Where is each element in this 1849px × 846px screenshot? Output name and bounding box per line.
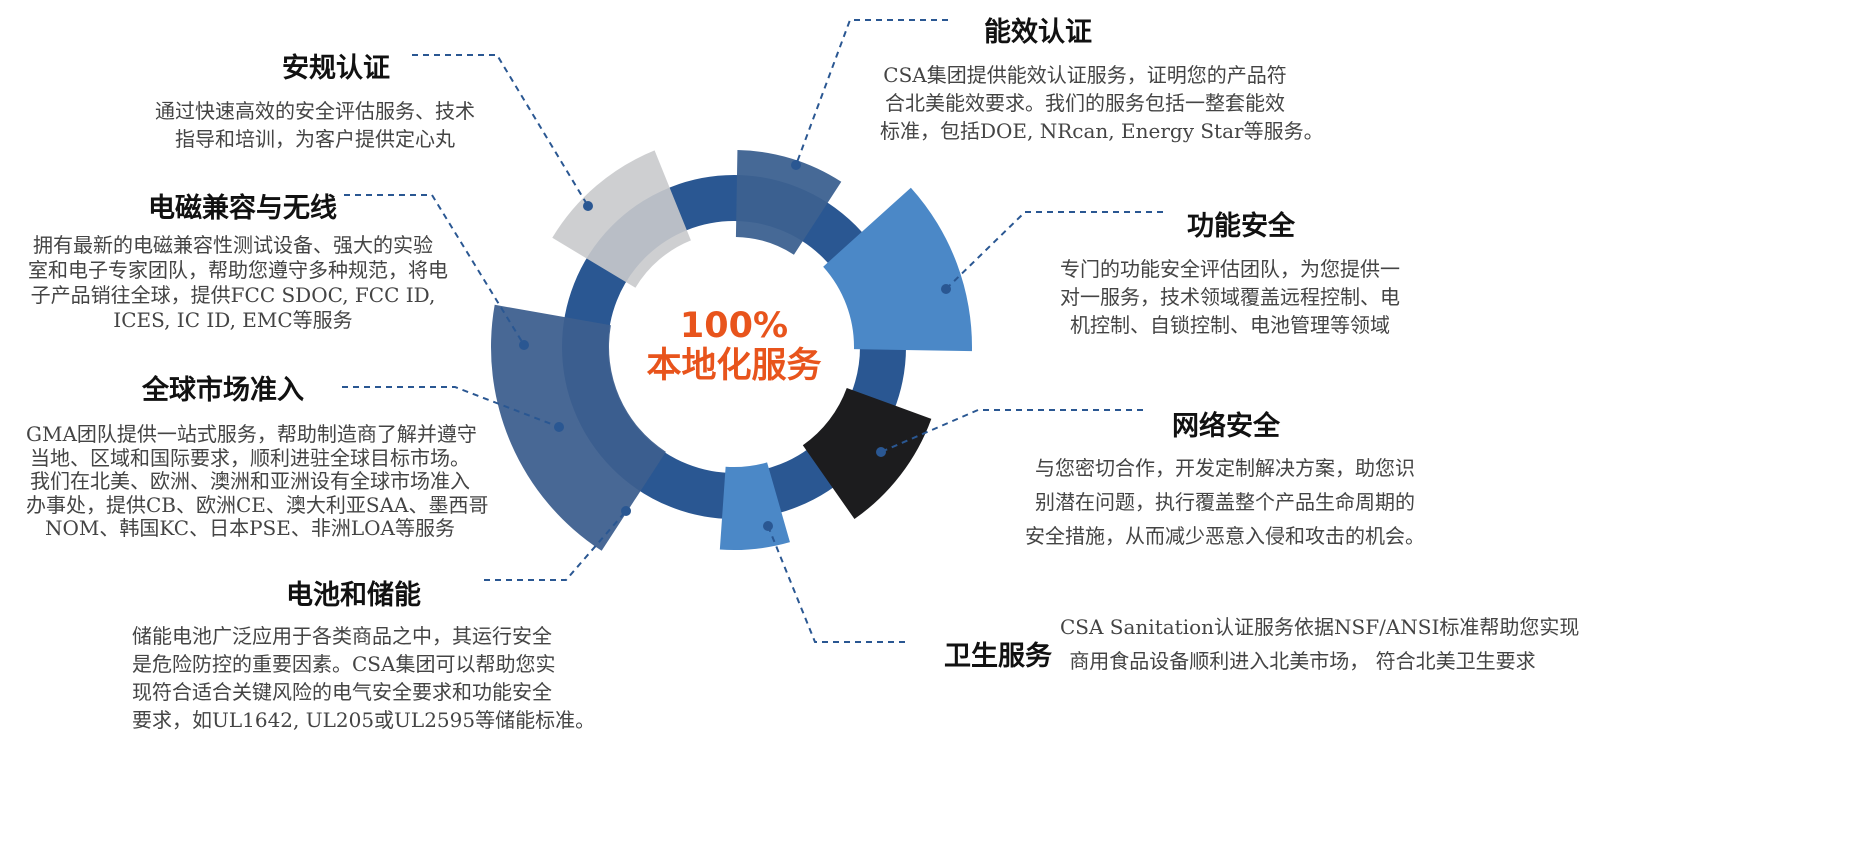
sanitation-desc-line: 商用食品设备顺利进入北美市场， 符合北美卫生要求 [1069,649,1536,673]
connector-cyber [880,409,1143,453]
sanitation-desc-line: CSA Sanitation认证服务依据NSF/ANSI标准帮助您实现 [1060,615,1580,639]
market-desc-line: 我们在北美、欧洲、澳洲和亚洲设有全球市场准入 [30,469,470,493]
connector-emc [344,194,525,346]
cyber-desc-line: 别潜在问题，执行覆盖整个产品生命周期的 [1035,490,1415,514]
market-title: 全球市场准入 [142,375,304,406]
emc-desc-line: 子产品销往全球，提供FCC SDOC, FCC ID, [30,283,436,307]
energy-desc-line: 合北美能效要求。我们的服务包括一整套能效 [885,91,1285,115]
sanitation-desc-block: CSA Sanitation认证服务依据NSF/ANSI标准帮助您实现 商用食品… [1060,610,1580,678]
functional-desc: 专门的功能安全评估团队，为您提供一 对一服务，技术领域覆盖远程控制、电 机控制、… [1050,255,1410,339]
connector-safety-dot [583,201,593,211]
battery-desc-line: 要求，如UL1642, UL205或UL2595等储能标准。 [132,708,596,732]
emc-title: 电磁兼容与无线 [148,193,337,224]
functional-desc-line: 专门的功能安全评估团队，为您提供一 [1060,257,1400,281]
safety-desc: 通过快速高效的安全评估服务、技术 指导和培训，为客户提供定心丸 [150,97,480,153]
segment-safety [552,150,691,288]
cyber-title: 网络安全 [1172,411,1280,442]
emc-desc-line: 拥有最新的电磁兼容性测试设备、强大的实验 [33,233,433,257]
connector-battery [484,510,627,581]
battery-title: 电池和储能 [286,580,421,611]
connector-emc-dot [519,340,529,350]
sanitation-desc: CSA Sanitation认证服务依据NSF/ANSI标准帮助您实现 商用食品… [1060,610,1580,678]
connector-energy-dot [791,160,801,170]
cyber-desc-line: 安全措施，从而减少恶意入侵和攻击的机会。 [1025,524,1425,548]
connector-functional [945,211,1163,290]
sanitation-title-block: 卫生服务 [944,634,1064,685]
connector-lines [342,19,1163,643]
segment-cyber [802,388,932,520]
emc-desc: 拥有最新的电磁兼容性测试设备、强大的实验 室和电子专家团队，帮助您遵守多种规范，… [28,233,448,333]
connector-energy [795,19,948,166]
energy-title: 能效认证 [984,17,1092,48]
connector-sanitation-dot [763,521,773,531]
functional-block: 功能安全 专门的功能安全评估团队，为您提供一 对一服务，技术领域覆盖远程控制、电… [1050,204,1410,339]
center-label: 本地化服务 [646,346,821,386]
functional-title: 功能安全 [1187,211,1295,242]
energy-desc-line: CSA集团提供能效认证服务，证明您的产品符 [883,63,1287,87]
energy-desc-line: 标准，包括DOE, NRcan, Energy Star等服务。 [880,119,1324,143]
energy-desc: CSA集团提供能效认证服务，证明您的产品符 合北美能效要求。我们的服务包括一整套… [880,61,1324,145]
segment-big-arc [491,304,666,551]
market-desc-line: NOM、韩国KC、日本PSE、非洲LOA等服务 [45,516,455,540]
emc-desc-line: 室和电子专家团队，帮助您遵守多种规范，将电 [28,258,448,282]
safety-title: 安规认证 [282,53,390,84]
battery-desc-line: 储能电池广泛应用于各类商品之中，其运行安全 [132,624,552,648]
connector-battery-dot [621,506,631,516]
market-desc-line: GMA团队提供一站式服务，帮助制造商了解并遵守 [26,422,477,446]
sanitation-title: 卫生服务 [944,641,1052,672]
battery-desc: 储能电池广泛应用于各类商品之中，其运行安全 是危险防控的重要因素。CSA集团可以… [132,622,596,734]
safety-desc-line: 通过快速高效的安全评估服务、技术 [155,99,475,123]
center-percentage: 100% [680,306,788,346]
market-desc-line: 办事处，提供CB、欧洲CE、澳大利亚SAA、墨西哥 [26,492,489,517]
functional-desc-line: 机控制、自锁控制、电池管理等领域 [1070,313,1390,337]
cyber-desc: 与您密切合作，开发定制解决方案，助您识 别潜在问题，执行覆盖整个产品生命周期的 … [1025,451,1425,553]
battery-desc-line: 现符合适合关键风险的电气安全要求和功能安全 [132,680,552,704]
connector-sanitation [767,525,905,643]
emc-block: 电磁兼容与无线 拥有最新的电磁兼容性测试设备、强大的实验 室和电子专家团队，帮助… [28,186,448,333]
connector-functional-dot [941,284,951,294]
segment-energy [735,150,842,255]
connector-cyber-dot [876,447,886,457]
cyber-block: 网络安全 与您密切合作，开发定制解决方案，助您识 别潜在问题，执行覆盖整个产品生… [1025,404,1425,553]
safety-block: 安规认证 通过快速高效的安全评估服务、技术 指导和培训，为客户提供定心丸 [150,46,480,153]
battery-block: 电池和储能 储能电池广泛应用于各类商品之中，其运行安全 是危险防控的重要因素。C… [132,573,596,734]
market-block: 全球市场准入 GMA团队提供一站式服务，帮助制造商了解并遵守 当地、区域和国际要… [26,368,489,541]
market-desc-line: 当地、区域和国际要求，顺利进驻全球目标市场。 [30,445,470,470]
market-desc: GMA团队提供一站式服务，帮助制造商了解并遵守 当地、区域和国际要求，顺利进驻全… [26,422,489,541]
segment-functional [823,187,972,352]
emc-desc-line: ICES, IC ID, EMC等服务 [113,308,353,332]
service-segments [491,150,972,551]
energy-block: 能效认证 CSA集团提供能效认证服务，证明您的产品符 合北美能效要求。我们的服务… [880,10,1324,145]
functional-desc-line: 对一服务，技术领域覆盖远程控制、电 [1060,285,1400,309]
safety-desc-line: 指导和培训，为客户提供定心丸 [175,127,455,151]
cyber-desc-line: 与您密切合作，开发定制解决方案，助您识 [1035,456,1415,480]
battery-desc-line: 是危险防控的重要因素。CSA集团可以帮助您实 [132,652,556,676]
connector-market [342,386,560,428]
connector-safety [412,54,589,207]
connector-market-dot [554,422,564,432]
